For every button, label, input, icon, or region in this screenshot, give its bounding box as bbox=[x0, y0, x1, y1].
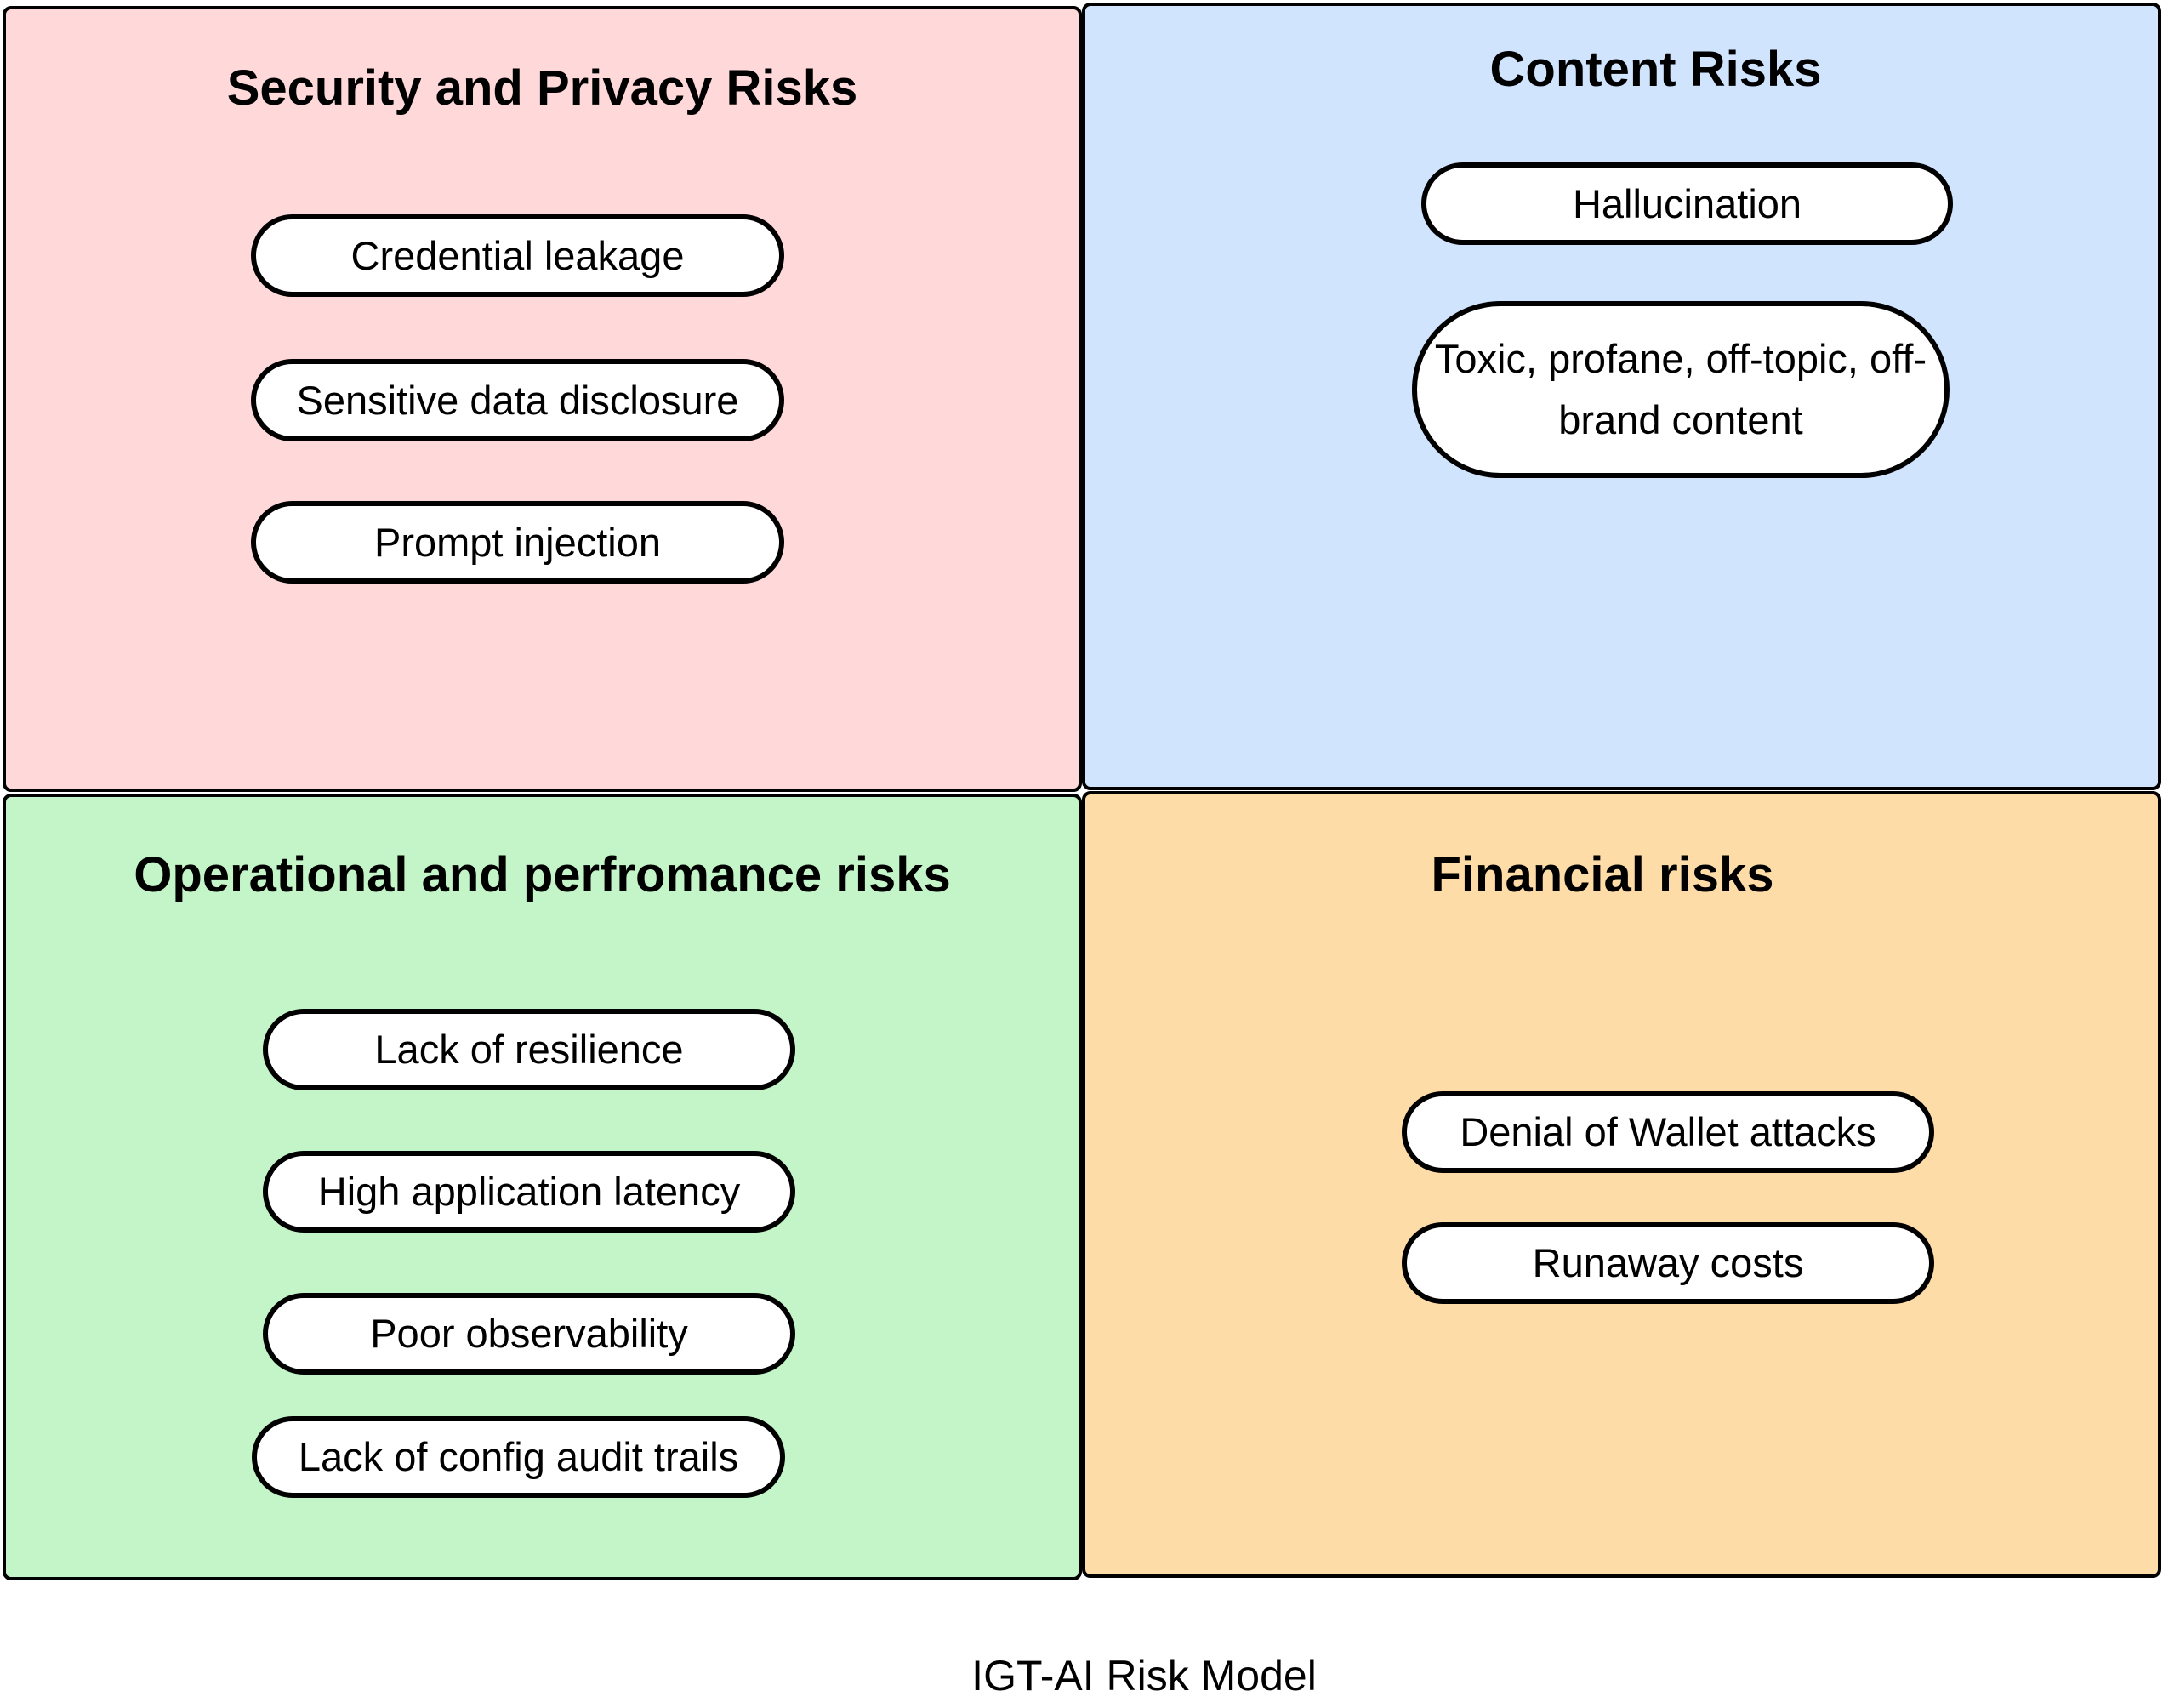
diagram-caption: IGT-AI Risk Model bbox=[971, 1652, 1317, 1699]
quadrant-content: Content Risks Hallucination Toxic, profa… bbox=[1082, 3, 2161, 790]
risk-item-hallucination: Hallucination bbox=[1421, 162, 1953, 245]
risk-item-poor-observability: Poor observability bbox=[263, 1293, 795, 1375]
quadrant-security-privacy: Security and Privacy Risks Credential le… bbox=[3, 6, 1082, 792]
risk-item-denial-of-wallet: Denial of Wallet attacks bbox=[1402, 1091, 1934, 1173]
risk-item-credential-leakage: Credential leakage bbox=[251, 214, 784, 297]
quadrant-operational-performance: Operational and perfromance risks Lack o… bbox=[3, 794, 1082, 1580]
quadrant-title: Operational and perfromance risks bbox=[134, 847, 951, 902]
risk-item-toxic-content: Toxic, profane, off-topic, off-brand con… bbox=[1412, 301, 1950, 478]
quadrant-title: Financial risks bbox=[1431, 847, 1774, 902]
risk-item-runaway-costs: Runaway costs bbox=[1402, 1222, 1934, 1304]
quadrant-financial: Financial risks Denial of Wallet attacks… bbox=[1082, 791, 2161, 1578]
risk-item-prompt-injection: Prompt injection bbox=[251, 501, 784, 584]
quadrant-title: Security and Privacy Risks bbox=[226, 60, 858, 116]
risk-item-sensitive-data-disclosure: Sensitive data disclosure bbox=[251, 359, 784, 441]
risk-item-high-application-latency: High application latency bbox=[263, 1151, 795, 1233]
risk-item-lack-of-resilience: Lack of resilience bbox=[263, 1009, 795, 1090]
risk-item-lack-of-config-audit-trails: Lack of config audit trails bbox=[252, 1416, 785, 1498]
quadrant-title: Content Risks bbox=[1489, 42, 1822, 97]
